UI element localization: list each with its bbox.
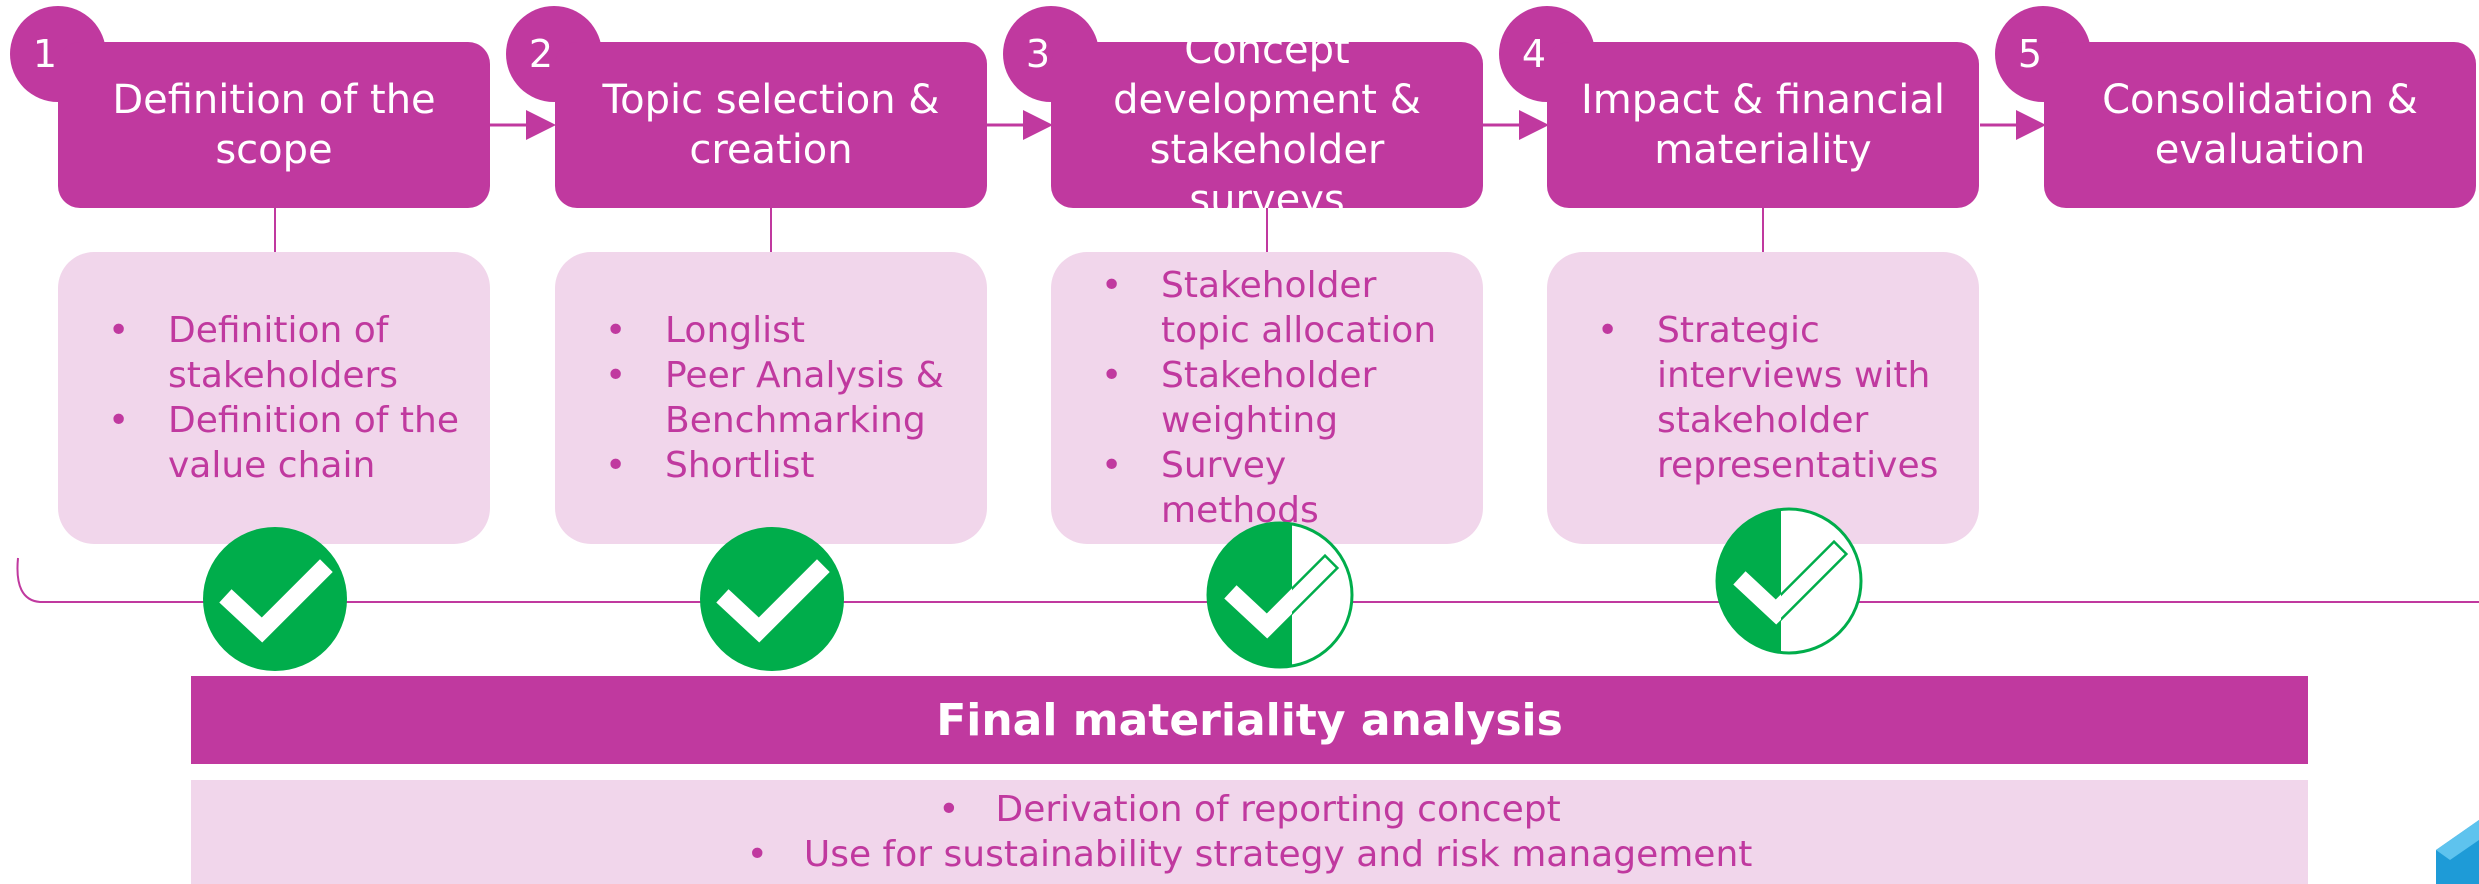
step-2-bullet: Longlist [605, 308, 957, 353]
final-analysis-title: Final materiality analysis [936, 694, 1563, 746]
step-2-number: 2 [528, 32, 554, 76]
step-3-details-card: Stakeholder topic allocation Stakeholder… [1051, 252, 1483, 544]
step-3-connector [1266, 208, 1268, 252]
final-analysis-header: Final materiality analysis [191, 676, 2308, 764]
step-2-connector [770, 208, 772, 252]
final-analysis-bullet-text: Use for sustainability strategy and risk… [803, 834, 1753, 875]
step-2-details-card: Longlist Peer Analysis & Benchmarking Sh… [555, 252, 987, 544]
step-2-complete-check-icon [700, 527, 844, 671]
final-analysis-bullet-list: •Derivation of reporting concept •Use fo… [747, 787, 1753, 877]
step-4-bullet-list: Strategic interviews with stakeholder re… [1597, 308, 1949, 488]
step-5-box: Consolidation & evaluation [2044, 42, 2476, 208]
step-4-bullet: Strategic interviews with stakeholder re… [1597, 308, 1949, 488]
step-3-bullet: Stakeholder topic allocation [1101, 263, 1453, 353]
step-1-connector [274, 208, 276, 252]
final-analysis-bullet: •Use for sustainability strategy and ris… [746, 834, 1753, 875]
step-3-bullet-list: Stakeholder topic allocation Stakeholder… [1101, 263, 1453, 533]
corner-decoration-icon [2436, 820, 2479, 884]
step-1-box: Definition of the scope [58, 42, 490, 208]
step-3-box: Concept development & stakeholder survey… [1051, 27, 1483, 223]
final-analysis-body: •Derivation of reporting concept •Use fo… [191, 780, 2308, 884]
step-3-title: Concept development & stakeholder survey… [1113, 27, 1421, 223]
step-arrows [490, 110, 2046, 140]
step-1-title: Definition of the scope [112, 77, 436, 173]
step-4-details-card: Strategic interviews with stakeholder re… [1547, 252, 1979, 544]
step-1-bullet: Definition of stakeholders [108, 308, 460, 398]
step-2-bullet: Shortlist [605, 443, 957, 488]
step-5-title: Consolidation & evaluation [2102, 77, 2418, 173]
step-2-title: Topic selection & creation [602, 77, 940, 173]
step-1-bullet: Definition of the value chain [108, 398, 460, 488]
step-4-box: Impact & financial materiality [1547, 42, 1979, 208]
step-2-bullet-list: Longlist Peer Analysis & Benchmarking Sh… [605, 308, 957, 488]
step-1-details-card: Definition of stakeholders Definition of… [58, 252, 490, 544]
step-2-bullet: Peer Analysis & Benchmarking [605, 353, 957, 443]
step-4-half-complete-check-icon [1715, 507, 1863, 655]
step-4-connector [1762, 208, 1764, 252]
step-1-number: 1 [32, 32, 58, 76]
step-3-bullet: Survey methods [1101, 443, 1453, 533]
step-4-number: 4 [1521, 32, 1547, 76]
step-3-number: 3 [1025, 32, 1051, 76]
step-2-box: Topic selection & creation [555, 42, 987, 208]
step-3-bullet: Stakeholder weighting [1101, 353, 1453, 443]
final-analysis-bullet: •Derivation of reporting concept [938, 789, 1561, 830]
step-5-number: 5 [2017, 32, 2043, 76]
final-analysis-bullet-text: Derivation of reporting concept [995, 789, 1561, 830]
step-3-half-complete-check-icon [1206, 521, 1354, 669]
step-1-bullet-list: Definition of stakeholders Definition of… [108, 308, 460, 488]
step-4-title: Impact & financial materiality [1580, 77, 1946, 173]
step-1-complete-check-icon [203, 527, 347, 671]
